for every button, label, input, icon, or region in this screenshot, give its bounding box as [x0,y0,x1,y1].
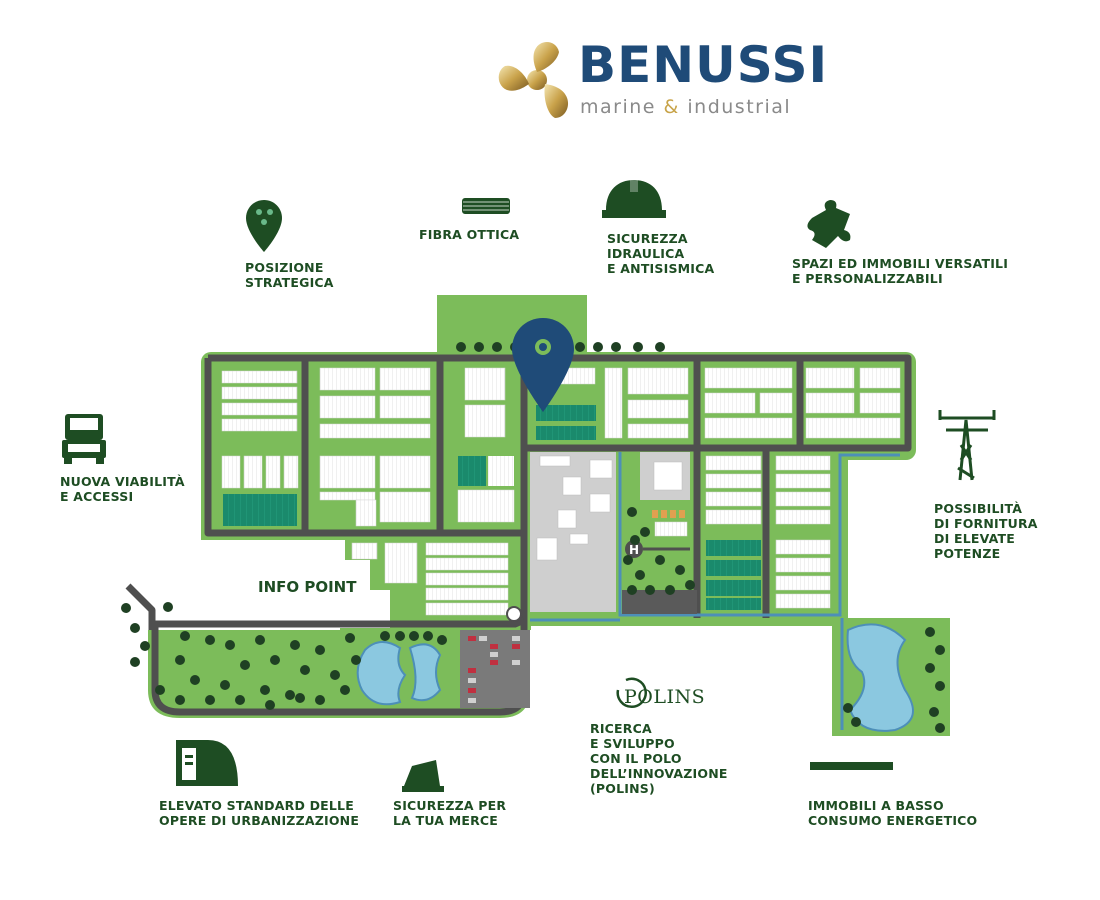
security-barrier-icon [402,760,444,792]
feature-sicurezza-idraulica-label: SICUREZZA IDRAULICA E ANTISISMICA [607,231,715,276]
tree [929,707,939,717]
feature-spazi-label: SPAZI ED IMMOBILI VERSATILI E PERSONALIZ… [792,256,1009,286]
tree [295,693,305,703]
tree [285,690,295,700]
feature-posizione-label: POSIZIONE STRATEGICA [245,260,334,290]
svg-text:H: H [629,543,639,557]
tree [635,570,645,580]
truck-icon [62,414,106,464]
tree [235,695,245,705]
brand-tagline: marine & industrial [580,96,792,118]
feature-viabilita-label: NUOVA VIABILITÀ E ACCESSI [60,474,185,504]
fiber-optic-cable-icon [462,198,510,214]
tree [685,580,695,590]
tree [175,695,185,705]
tree [290,640,300,650]
puzzle-piece-icon [807,200,851,248]
feature-urbanizzazione-label: ELEVATO STANDARD DELLE OPERE DI URBANIZZ… [159,798,360,828]
tree [225,640,235,650]
tree [640,527,650,537]
tree [623,555,633,565]
feature-fibra-label: FIBRA OTTICA [419,227,520,242]
feature-energia-label: IMMOBILI A BASSO CONSUMO ENERGETICO [808,798,978,828]
tree [925,627,935,637]
tree [130,657,140,667]
location-marker-icon [512,318,574,412]
tree [190,675,200,685]
location-pin-icon [246,200,282,252]
tree [925,663,935,673]
tree [423,631,433,641]
brand-name: BENUSSI [578,36,829,94]
feature-merce-label: SICUREZZA PER LA TUA MERCE [393,798,507,828]
tree [627,507,637,517]
feature-polins-label: RICERCA E SVILUPPO CON IL POLO DELL’INNO… [590,721,728,796]
tree [645,585,655,595]
tree [130,623,140,633]
tree [140,641,150,651]
tree [180,631,190,641]
tree [665,585,675,595]
tree [315,645,325,655]
tree [340,685,350,695]
tree [351,655,361,665]
tree [300,665,310,675]
tree [175,655,185,665]
heliport-icon: H [625,540,690,558]
tree [655,555,665,565]
tree [205,635,215,645]
tree [265,700,275,710]
polins-logo-icon [616,677,647,709]
power-pylon-icon [938,410,996,481]
propeller-logo-icon [498,41,569,118]
tree [627,585,637,595]
tree [330,670,340,680]
tree [260,685,270,695]
tree [675,565,685,575]
tree [409,631,419,641]
industrial-park-map: H [121,295,950,736]
tree [270,655,280,665]
tree [205,695,215,705]
tree [240,660,250,670]
tree [437,635,447,645]
tree [851,717,861,727]
tree [935,645,945,655]
polins-logo-text: POLINS [624,686,706,708]
tree [163,602,173,612]
tree [395,631,405,641]
solar-panel-icon [810,762,893,770]
infrastructure-icon [176,740,238,786]
tree [345,633,355,643]
tree [255,635,265,645]
hard-hat-icon [602,180,666,218]
tree [315,695,325,705]
feature-potenze-label: POSSIBILITÀ DI FORNITURA DI ELEVATE POTE… [934,501,1038,561]
tree [155,685,165,695]
info-point-label[interactable]: INFO POINT [258,578,357,596]
tree [935,723,945,733]
tree [843,703,853,713]
tree [630,535,640,545]
tree [220,680,230,690]
tree [380,631,390,641]
tree [935,681,945,691]
tree [121,603,131,613]
